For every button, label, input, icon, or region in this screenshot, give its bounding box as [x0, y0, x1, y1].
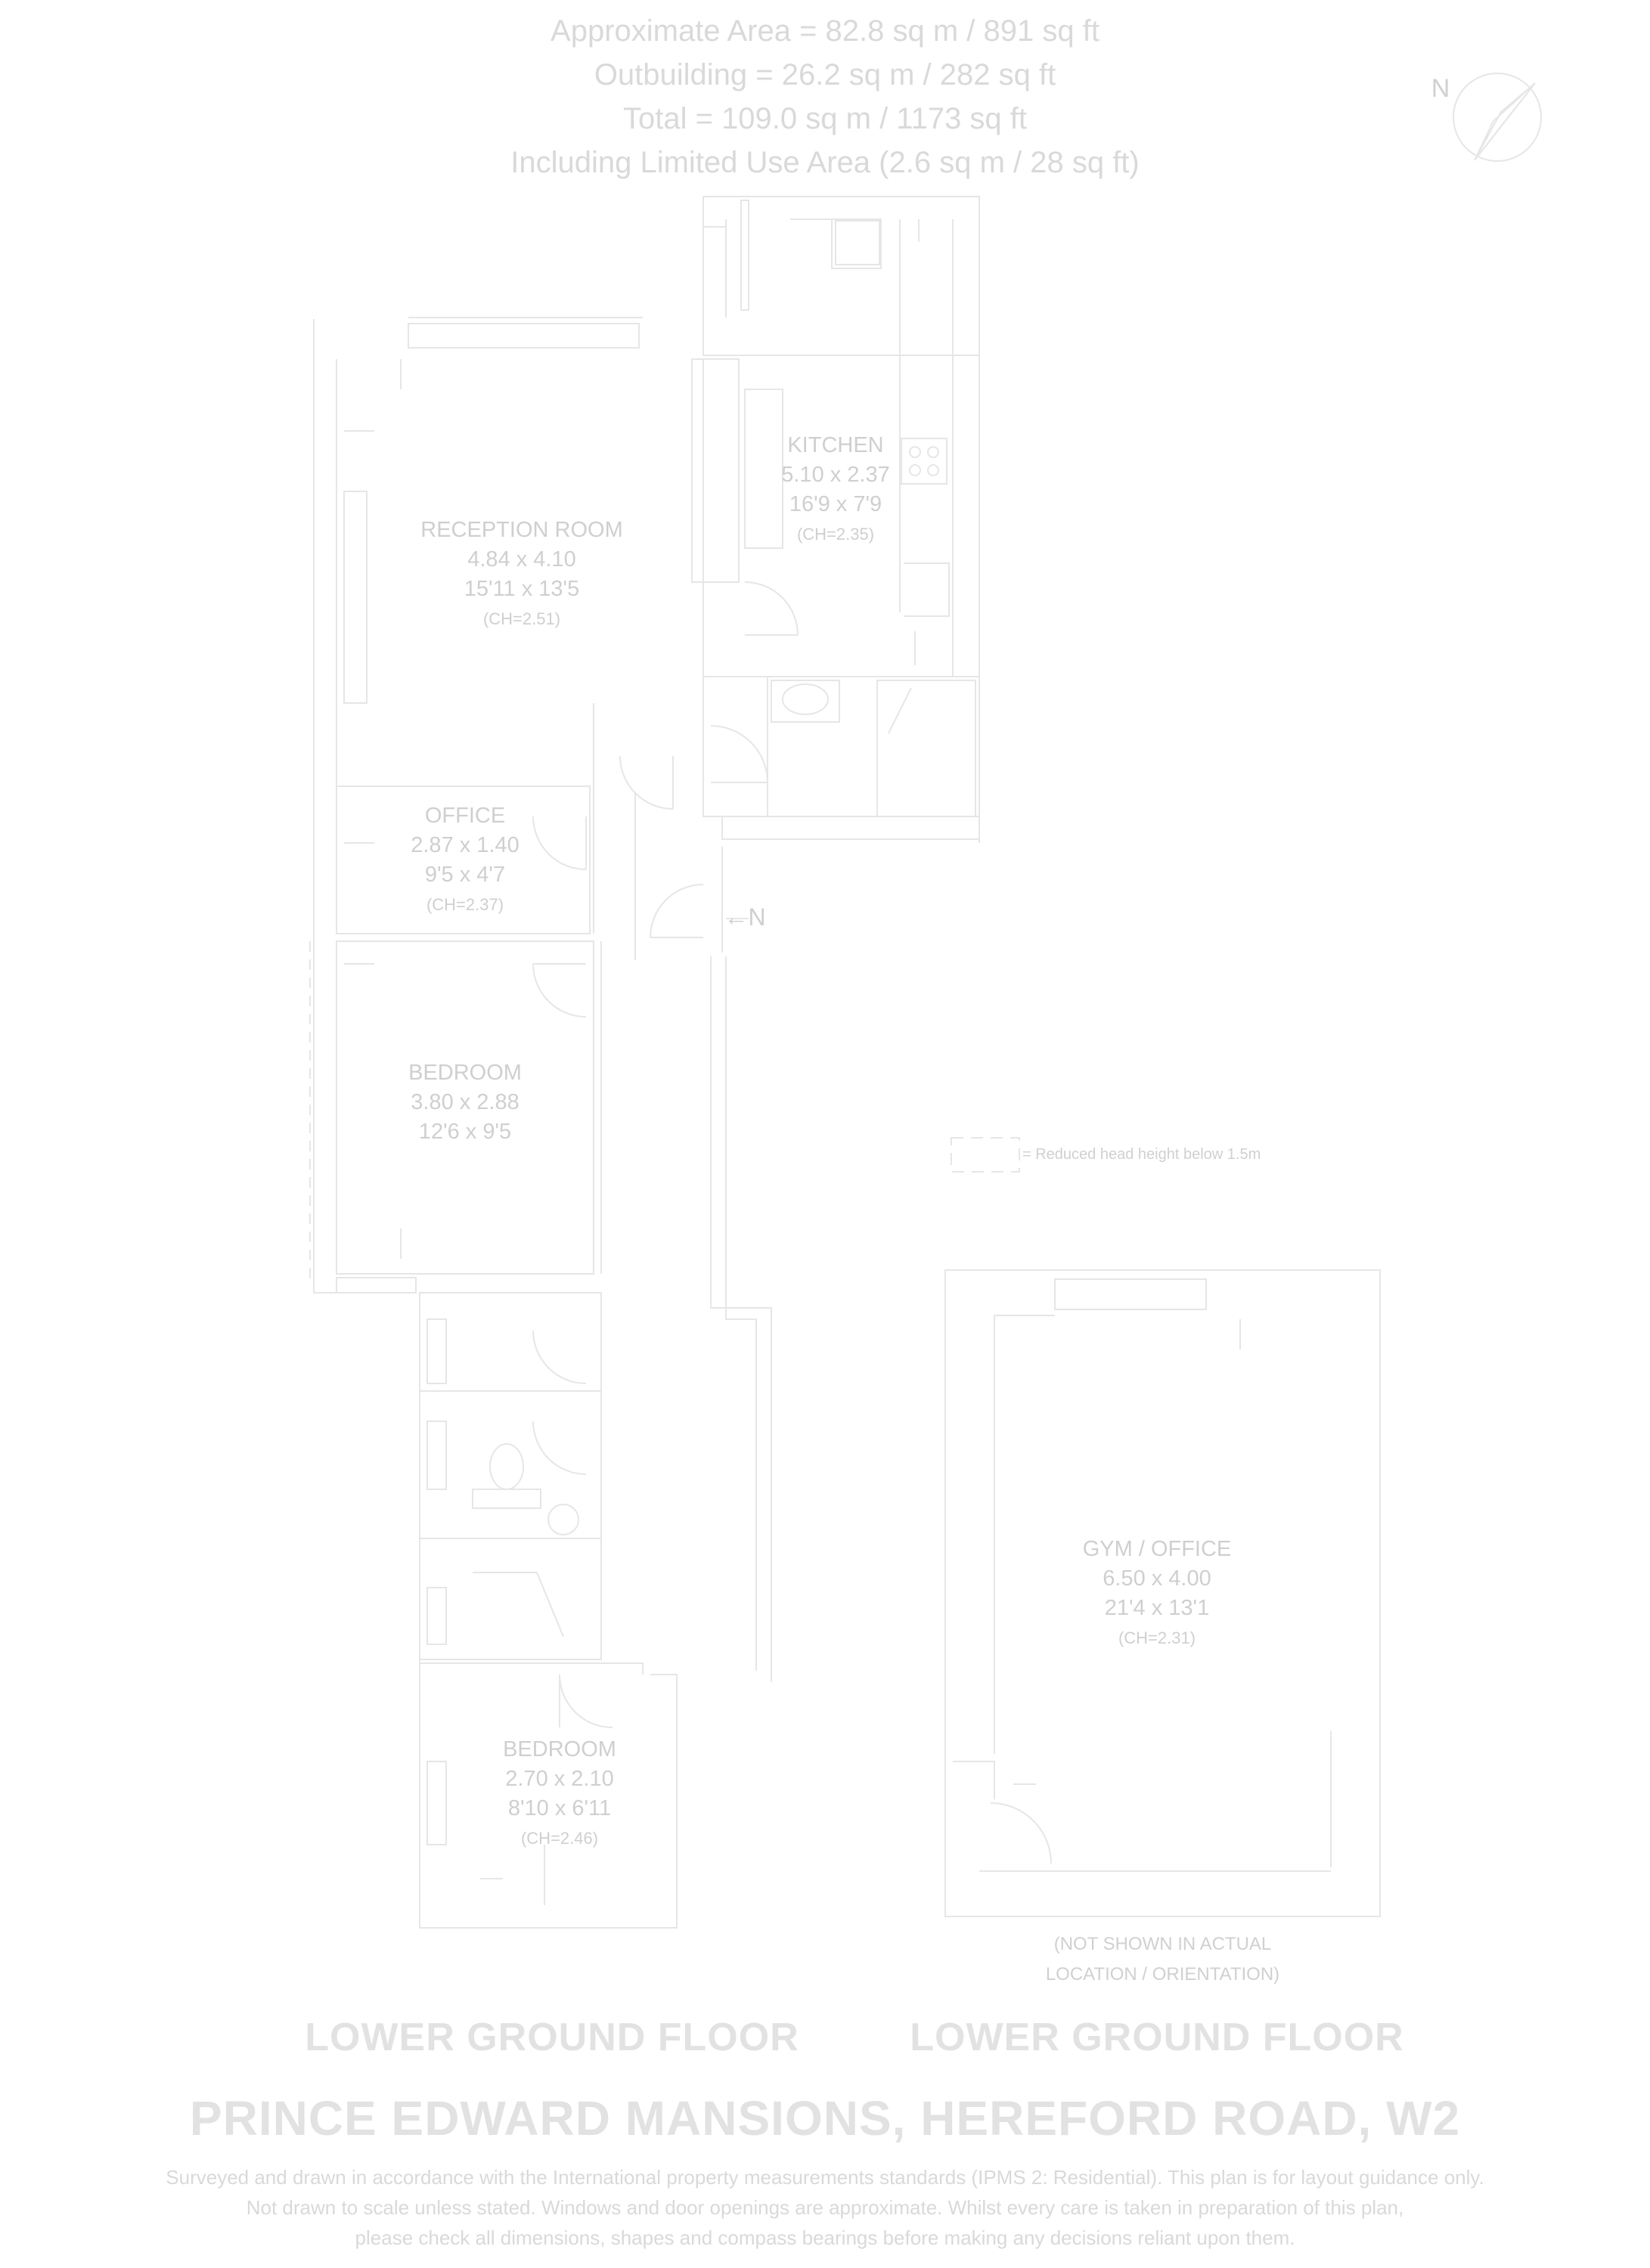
outbuilding-area-text: Outbuilding = 26.2 sq m / 282 sq ft — [594, 58, 1056, 91]
disclaimer-line-1: Surveyed and drawn in accordance with th… — [166, 2166, 1484, 2189]
room-metric: 3.80 x 2.88 — [411, 1090, 520, 1114]
reduced-height-legend-swatch — [951, 1137, 1020, 1173]
approx-area-text: Approximate Area = 82.8 sq m / 891 sq ft — [551, 14, 1099, 48]
property-title: PRINCE EDWARD MANSIONS, HEREFORD ROAD, W… — [189, 2091, 1461, 2146]
room-label-gym-office: GYM / OFFICE 6.50 x 4.00 21'4 x 13'1 (CH… — [1044, 1535, 1270, 1653]
room-metric: 6.50 x 4.00 — [1103, 1566, 1211, 1591]
room-metric: 2.70 x 2.10 — [505, 1767, 614, 1791]
room-ceiling: (CH=2.35) — [796, 525, 875, 544]
entrance-label: N — [748, 903, 766, 931]
room-name: BEDROOM — [408, 1061, 522, 1085]
room-ceiling: (CH=2.37) — [426, 895, 504, 914]
room-name: GYM / OFFICE — [1082, 1537, 1232, 1561]
floor-label-right: LOWER GROUND FLOOR — [910, 2015, 1404, 2059]
room-metric: 4.84 x 4.10 — [467, 547, 576, 572]
disclaimer: Surveyed and drawn in accordance with th… — [0, 2162, 1650, 2253]
arrow-left-icon: ← — [724, 903, 749, 931]
compass-north-label: N — [1431, 74, 1450, 103]
room-imperial: 15'11 x 13'5 — [464, 577, 580, 601]
outbuilding-note: (NOT SHOWN IN ACTUAL LOCATION / ORIENTAT… — [945, 1929, 1380, 1990]
room-label-bedroom-2: BEDROOM 2.70 x 2.10 8'10 x 6'11 (CH=2.46… — [446, 1735, 673, 1853]
disclaimer-line-3: please check all dimensions, shapes and … — [355, 2226, 1295, 2249]
room-name: OFFICE — [424, 804, 506, 828]
room-ceiling: (CH=2.31) — [1118, 1628, 1196, 1647]
limited-use-area-text: Including Limited Use Area (2.6 sq m / 2… — [510, 146, 1140, 179]
room-label-kitchen: KITCHEN 5.10 x 2.37 16'9 x 7'9 (CH=2.35) — [722, 431, 949, 549]
room-metric: 5.10 x 2.37 — [781, 463, 890, 487]
room-name: BEDROOM — [503, 1737, 616, 1761]
room-name: RECEPTION ROOM — [420, 518, 623, 542]
room-metric: 2.87 x 1.40 — [411, 833, 520, 857]
room-label-reception: RECEPTION ROOM 4.84 x 4.10 15'11 x 13'5 … — [371, 516, 673, 634]
reduced-height-legend: = Reduced head height below 1.5m — [1022, 1146, 1261, 1163]
room-label-office: OFFICE 2.87 x 1.40 9'5 x 4'7 (CH=2.37) — [344, 801, 586, 919]
entrance-marker: ←N — [711, 903, 779, 931]
room-name: KITCHEN — [787, 433, 884, 457]
room-imperial: 9'5 x 4'7 — [424, 863, 506, 887]
room-imperial: 12'6 x 9'5 — [418, 1120, 512, 1144]
disclaimer-line-2: Not drawn to scale unless stated. Window… — [246, 2196, 1404, 2219]
outbuilding-walls — [944, 1269, 1381, 1917]
room-ceiling: (CH=2.46) — [520, 1829, 599, 1848]
room-imperial: 21'4 x 13'1 — [1104, 1596, 1210, 1620]
outbuilding-note-line-1: (NOT SHOWN IN ACTUAL — [1053, 1934, 1272, 1954]
room-imperial: 8'10 x 6'11 — [507, 1796, 612, 1820]
main-flat-walls — [309, 196, 980, 1929]
total-area-text: Total = 109.0 sq m / 1173 sq ft — [622, 102, 1028, 135]
room-ceiling: (CH=2.51) — [482, 609, 561, 628]
room-imperial: 16'9 x 7'9 — [789, 492, 882, 516]
outbuilding-note-line-2: LOCATION / ORIENTATION) — [1045, 1964, 1280, 1984]
compass-icon — [1453, 73, 1542, 162]
room-label-bedroom-1: BEDROOM 3.80 x 2.88 12'6 x 9'5 — [344, 1058, 586, 1147]
area-summary: Approximate Area = 82.8 sq m / 891 sq ft… — [0, 9, 1650, 184]
floor-label-left: LOWER GROUND FLOOR — [305, 2015, 799, 2059]
